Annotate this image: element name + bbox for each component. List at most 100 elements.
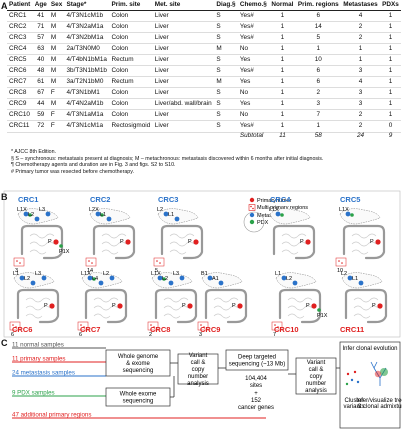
- sites-count: 104,404: [245, 376, 267, 382]
- table-cell: 2: [341, 120, 380, 133]
- metastasis-marker: [34, 216, 40, 222]
- region-dot: [153, 326, 155, 328]
- metastasis-marker: [358, 280, 364, 286]
- table-cell: 57: [32, 32, 49, 45]
- infer-box: [339, 341, 401, 429]
- multi-region-box: [335, 257, 347, 267]
- primary-label: P: [182, 303, 186, 309]
- colon-outline: [20, 224, 64, 260]
- cluster-dot: [346, 372, 350, 376]
- table-cell: No: [237, 43, 270, 56]
- colon-outline: [204, 288, 248, 324]
- table-cell: 6: [295, 76, 342, 89]
- metastasis-marker: [275, 211, 281, 217]
- multi-region-box: [197, 321, 209, 331]
- table-cell: M: [214, 76, 238, 89]
- metastasis-marker: [41, 275, 47, 281]
- table-cell: [64, 131, 110, 141]
- patient-label: CRC9: [200, 325, 220, 334]
- table-cell: Liver: [152, 43, 215, 56]
- liver-outline: [157, 208, 199, 225]
- table-cell: F: [48, 109, 65, 122]
- table-cell: CRC3: [7, 32, 33, 45]
- table-cell: M: [48, 43, 65, 56]
- table-cell: 1: [379, 10, 401, 23]
- pdx-label: P1X: [59, 249, 70, 255]
- patient-label: CRC4: [270, 195, 291, 204]
- region-dot: [150, 324, 152, 326]
- table-cell: 41: [32, 10, 49, 23]
- table-cell: [109, 131, 153, 141]
- sample-label: 11 primary samples: [12, 356, 66, 363]
- intestine-outline: [353, 297, 379, 319]
- panel-c-letter: C: [1, 338, 8, 348]
- region-dot: [203, 326, 205, 328]
- variant-box-2-text: copy: [310, 374, 323, 380]
- region-dot: [277, 326, 279, 328]
- variant-box-1-text: analysis: [187, 381, 209, 387]
- footnote: ¶ Chemotherapy agents and duration are i…: [11, 162, 176, 168]
- primary-label: P: [372, 303, 376, 309]
- table-cell: Liver: [152, 109, 215, 122]
- table-cell: CRC10: [7, 109, 33, 122]
- table-cell: [152, 131, 215, 141]
- table-cell: 1: [379, 43, 401, 56]
- subtotal-value: 58: [295, 131, 342, 141]
- colon-outline: [272, 224, 316, 260]
- table-cell: 3: [341, 65, 380, 78]
- table-cell: 14: [295, 21, 342, 34]
- table-cell: Yes#: [237, 21, 270, 34]
- legend-metastasis-label: Metastasis: [257, 213, 284, 219]
- trees-label: Infer/visualize trees: [356, 398, 402, 404]
- legend-pdx-dot: [249, 219, 255, 225]
- table-cell: S: [214, 32, 238, 45]
- table-cell: Yes: [237, 98, 270, 111]
- region-dot: [156, 260, 158, 262]
- column-header: Prim. site: [109, 1, 153, 11]
- primary-tumor-marker: [305, 239, 311, 245]
- table-cell: 4/T4N2aM1b: [64, 98, 110, 111]
- liver-outline: [269, 208, 311, 225]
- table-cell: 1: [269, 10, 296, 23]
- metastasis-marker: [207, 275, 213, 281]
- table-cell: Colon: [109, 10, 153, 23]
- table-cell: 4/T4bN1bM1a: [64, 54, 110, 67]
- site-label: L1X: [151, 271, 161, 277]
- site-label: L1: [100, 212, 106, 218]
- table-cell: 2: [341, 21, 380, 34]
- metastasis-marker: [174, 216, 180, 222]
- region-count: 6: [79, 332, 82, 338]
- table-cell: 4/T3N2bM1a: [64, 32, 110, 45]
- site-label: L1X: [269, 207, 279, 213]
- table-cell: [7, 131, 33, 141]
- table-cell: 0: [379, 120, 401, 133]
- variant-box-1-text: call &: [191, 360, 206, 366]
- liver-outline: [201, 272, 243, 289]
- table-cell: M: [48, 10, 65, 23]
- site-label: L2: [341, 271, 347, 277]
- table-cell: Yes#: [237, 120, 270, 133]
- patient-label: CRC10: [274, 325, 299, 334]
- patient-label: CRC3: [158, 195, 178, 204]
- table-cell: S: [214, 120, 238, 133]
- table-cell: CRC4: [7, 43, 33, 56]
- table-cell: Liver/abd. wall/brain: [152, 98, 215, 111]
- table-cell: 4: [341, 76, 380, 89]
- table-cell: Liver: [152, 87, 215, 100]
- table-cell: 63: [32, 43, 49, 56]
- colon-outline: [92, 224, 136, 260]
- colon-outline: [154, 288, 198, 324]
- colon-outline: [84, 288, 128, 324]
- table-cell: 1: [269, 109, 296, 122]
- table-cell: 1: [379, 87, 401, 100]
- metastasis-marker: [95, 211, 101, 217]
- primary-tumor-marker: [53, 239, 59, 245]
- table-cell: [214, 131, 238, 141]
- table-cell: S: [214, 65, 238, 78]
